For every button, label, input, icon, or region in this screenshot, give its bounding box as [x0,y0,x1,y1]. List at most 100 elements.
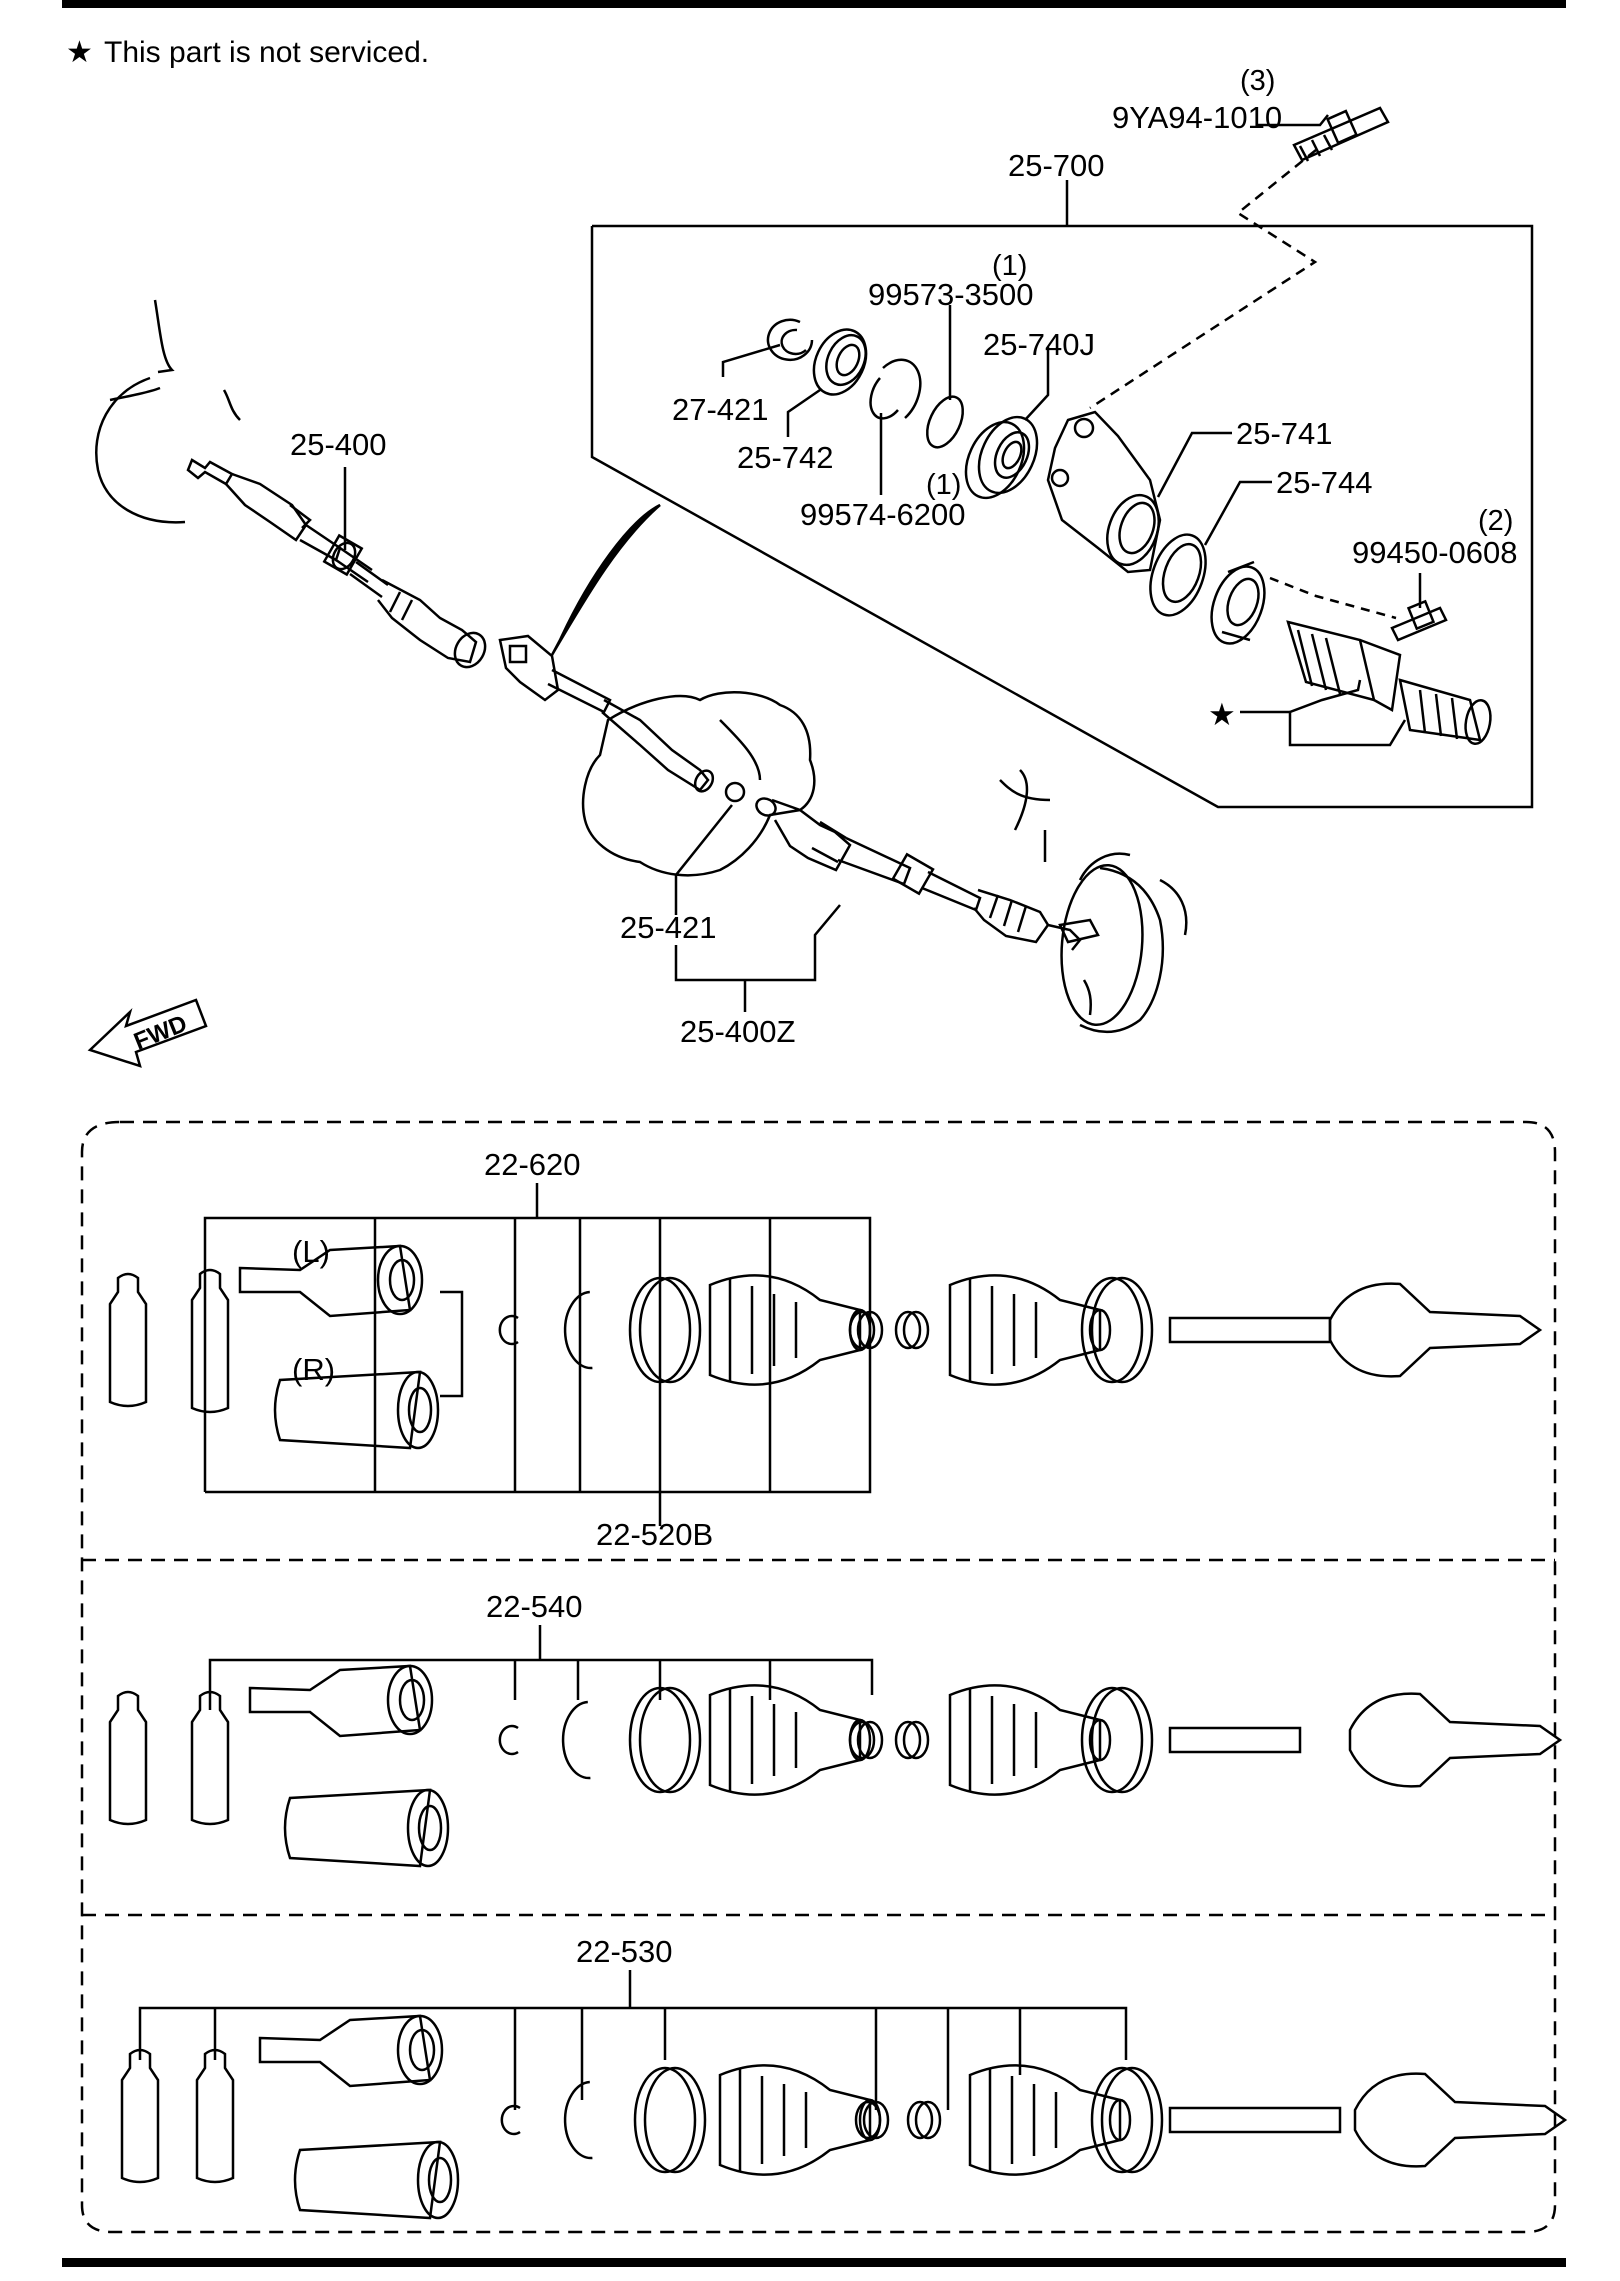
p3-r-inner-joint-face [416,2140,460,2220]
leader-25-741 [1156,431,1232,498]
leader-25-400z-bracket [674,904,841,982]
label-25-400: 25-400 [290,427,387,462]
p2-r-inner-joint-bore [417,1804,443,1852]
p1-b-small-clamp-back [902,1310,930,1350]
left-hub-outline [95,299,241,524]
transmission-outline [581,691,816,877]
label-25-421: 25-421 [620,910,717,945]
p3-a-small-clamp [854,2100,882,2140]
p2-band [628,1686,692,1794]
label-99574: 99574-6200 [800,497,966,532]
panel3-kit-bracket [138,1970,1128,2110]
label-25-740j: 25-740J [983,327,1095,362]
dashed-leader-9ya94 [1089,149,1318,410]
stud-bolt-part [1292,106,1390,162]
p3-l-joint-bore [408,2028,436,2072]
p3-a-small-clamp-back [862,2100,890,2140]
p3-r-inner-joint [293,2140,442,2220]
label-99574-qty: (1) [926,469,961,501]
label-25-742: 25-742 [737,440,834,475]
ring-25-421 [724,781,746,803]
p2-a-small-clamp [848,1720,876,1760]
p1-b2-band-back [1090,1276,1154,1384]
p2-r-inner-joint [283,1788,432,1868]
p3-snap-ring [563,2080,593,2160]
p2-c-clip [498,1724,519,1756]
p1-l-joint-face [376,1244,424,1316]
upper-labels: (3) 9YA94-1010 25-700 (1) 99573-3500 25-… [130,65,1517,1056]
note-star: ★ [66,36,93,69]
fwd-arrow [87,998,208,1068]
label-r: (R) [292,1352,335,1387]
p1-snap-ring [563,1290,593,1370]
p1-b-small-clamp [894,1310,922,1350]
star-marker: ★ [1208,697,1236,732]
leader-25-744 [1203,480,1272,546]
p1-boot [708,1274,862,1386]
p3-b-grease-tube [195,2048,235,2184]
p3-outer-end [1353,2072,1568,2168]
label-22-620: 22-620 [484,1147,581,1182]
p1-c-clip [498,1314,519,1346]
intermediate-shaft [498,634,715,793]
p2-b-grease-tube [190,1690,230,1826]
label-22-540: 22-540 [486,1589,583,1624]
p2-b2-band [1080,1686,1144,1794]
p2-l-joint-face [386,1664,434,1736]
p3-band [633,2066,697,2174]
p1-r-inner-joint-face [396,1370,440,1450]
p2-shaft [1168,1726,1302,1754]
star-bracket [1288,679,1407,747]
p2-b2-boot [948,1684,1102,1796]
bolt-99450 [1390,599,1448,642]
label-22-520b: 22-520B [596,1517,713,1552]
ring-25-744 [1149,533,1207,617]
label-l: (L) [292,1234,330,1269]
p1-r-inner-joint-bore [407,1386,433,1434]
leader-9ya94 [1258,114,1329,127]
bearing-25-740j [964,415,1039,500]
label-99573: 99573-3500 [868,277,1034,312]
dashed-leader-99450 [1269,576,1397,620]
p2-b-small-clamp-back [902,1720,930,1760]
p1-a-grease-tube [108,1272,148,1408]
label-27-421: 27-421 [672,392,769,427]
label-25-400z: 25-400Z [680,1014,795,1049]
left-drive-shaft [186,458,487,669]
upper-assembly [87,106,1534,1068]
p1-l-joint-bore [388,1258,416,1302]
label-25-744: 25-744 [1276,465,1373,500]
label-99573-qty: (1) [992,250,1027,282]
collar-part [1210,560,1266,645]
p3-b-small-clamp [906,2100,934,2140]
p3-band-back [643,2066,707,2174]
p1-b-grease-tube [190,1268,230,1414]
p1-shaft [1168,1316,1332,1344]
panel-parts [108,1244,1568,2220]
p3-b2-boot-end [1108,2098,1132,2142]
seal-25-742 [812,328,868,396]
p3-b2-band [1090,2066,1154,2174]
label-25-741: 25-741 [1236,416,1333,451]
p3-b-small-clamp-back [914,2100,942,2140]
bottom-rule [62,2258,1566,2267]
p1-a-small-clamp-back [856,1310,884,1350]
bracket-25-741 [1046,410,1162,574]
p2-snap-ring [561,1700,591,1780]
p1-band-back [638,1276,702,1384]
p2-l-joint-bore [398,1678,426,1722]
snap-ring-99574 [869,358,922,420]
kit-panels-frame [80,1120,1557,2234]
snap-ring-99573 [926,395,964,449]
p1-joint-dashed [440,1290,464,1398]
right-drive-shaft [755,797,1082,951]
leader-25-742 [786,388,821,437]
p1-b2-boot [948,1274,1102,1386]
right-hub-outline [999,769,1188,1034]
fwd-label: FWD [130,1010,191,1056]
splined-shaft-part [1286,620,1492,746]
note-text: This part is not serviced. [104,36,429,69]
p1-band [628,1276,692,1384]
label-99450-qty: (2) [1478,505,1513,537]
